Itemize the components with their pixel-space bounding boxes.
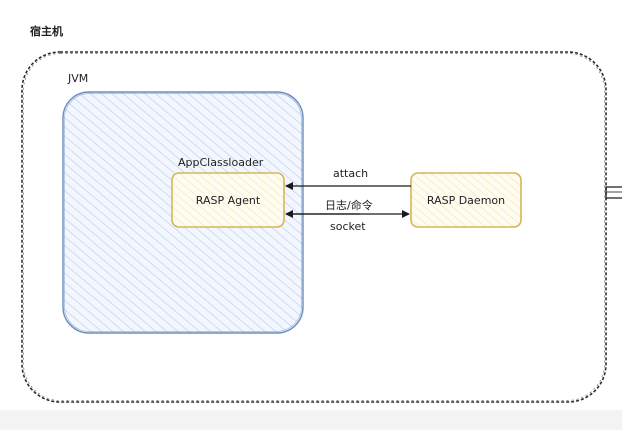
offscreen-shape-edge: [605, 186, 622, 199]
rasp-daemon-box: [410, 172, 522, 228]
rasp-daemon-label: RASP Daemon: [426, 193, 506, 207]
jvm-label: JVM: [68, 72, 89, 85]
rasp-agent-label: RASP Agent: [195, 193, 261, 207]
bottom-margin: [0, 410, 622, 430]
socket-label: socket: [330, 220, 366, 233]
rasp-agent-box: [171, 172, 285, 228]
host-container: [21, 51, 607, 403]
appclassloader-label: AppClassloader: [178, 156, 264, 169]
log-command-label: 日志/命令: [325, 199, 373, 212]
attach-label: attach: [333, 167, 369, 180]
host-label: 宿主机: [30, 25, 63, 38]
